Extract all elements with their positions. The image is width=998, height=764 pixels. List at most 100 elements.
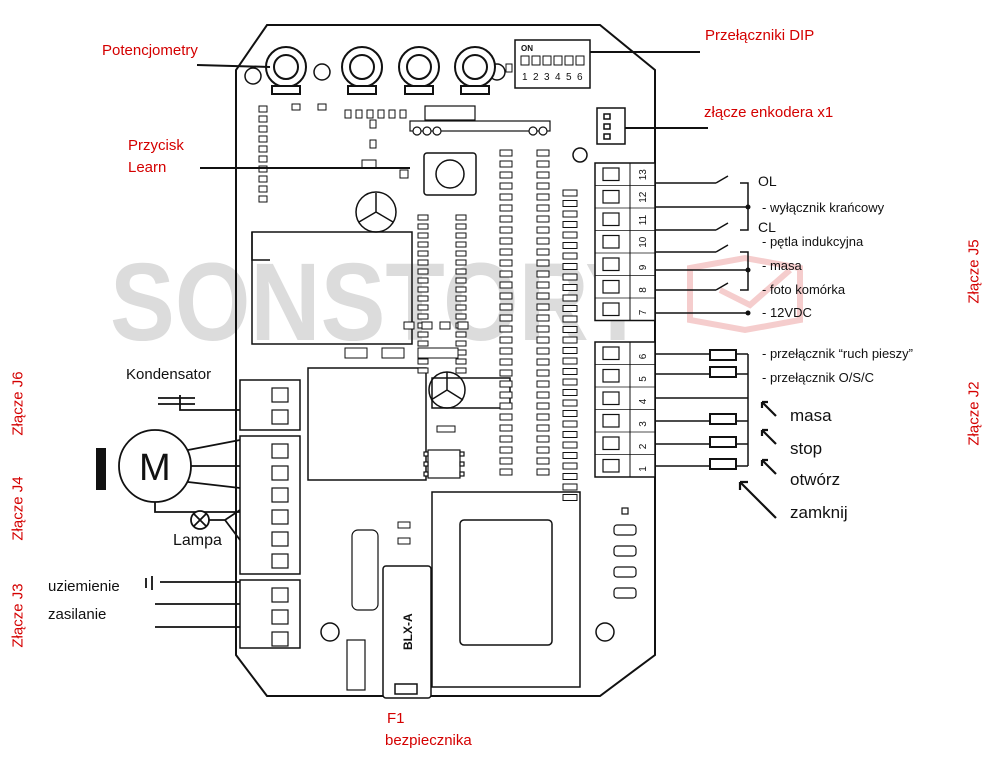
electrolytic-capacitor: [346, 529, 379, 691]
j5-supply-text: 12VDC: [769, 305, 812, 320]
j5-wiring: [655, 175, 749, 314]
smd-part: [317, 103, 327, 111]
smd-part: [377, 109, 385, 119]
left-terminal-slots: [271, 387, 289, 647]
smd-part: [399, 109, 407, 119]
smd-part: [439, 321, 451, 330]
smd-part: [397, 521, 411, 529]
smd-part: [562, 336, 578, 344]
connector-j4-label: Złącze J4: [9, 476, 27, 541]
j2-stop-label: stop: [790, 439, 823, 458]
smd-part: [562, 441, 578, 449]
j2-terminal-slot-6: [602, 346, 620, 361]
smd-part: [536, 237, 550, 245]
smd-part: [499, 325, 513, 333]
left-terminal-slot: [271, 409, 289, 425]
smd-part: [344, 109, 352, 119]
j5-induction-loop-label: - pętla indukcyjna: [762, 234, 864, 249]
smd-part: [536, 369, 550, 377]
j2-oss-text: przełącznik O/S/C: [769, 370, 874, 385]
smd-part: [499, 182, 513, 190]
encoder-connector-drawing: [596, 107, 626, 145]
j2-pushbuttons: [709, 349, 737, 470]
smd-part: [455, 331, 467, 338]
smd-part: [455, 340, 467, 347]
smd-part: [536, 303, 550, 311]
smd-part: [455, 259, 467, 266]
smd-part: [562, 294, 578, 302]
smd-part: [499, 259, 513, 267]
smd-part: [562, 305, 578, 312]
rectifier-diodes: [613, 507, 637, 599]
j5-terminal-slot-11: [602, 212, 620, 227]
smd-part: [536, 204, 550, 212]
smd-part: [536, 402, 550, 410]
smd-part: [562, 200, 578, 207]
j2-terminal-number-3: 3: [638, 421, 649, 427]
dip-number-2: 2: [533, 72, 539, 83]
smd-part: [421, 321, 433, 330]
smd-part: [562, 242, 578, 249]
j2-terminal-number-2: 2: [638, 443, 649, 449]
smd-part: [562, 420, 578, 428]
smd-part: [417, 295, 429, 302]
smd-part: [499, 248, 513, 256]
j2-terminal-slot-1: [602, 458, 620, 473]
smd-part: [499, 281, 513, 289]
smd-part: [499, 402, 513, 410]
j2-pedestrian-label: - przełącznik “ruch pieszy”: [762, 346, 913, 361]
fuse-part-text: BLX-A: [401, 613, 415, 650]
smd-part: [562, 399, 578, 407]
smd-part: [562, 462, 578, 470]
j2-pedestrian-text: przełącznik “ruch pieszy”: [769, 346, 913, 361]
j2-open-label: otwórz: [790, 470, 841, 489]
j5-terminal-number-7: 7: [638, 309, 649, 315]
smd-part: [369, 119, 377, 129]
smd-part: [536, 248, 550, 256]
smd-part: [499, 413, 513, 421]
optocoupler-ic: [423, 449, 465, 479]
smd-part: [536, 336, 550, 344]
connection-lines: [118, 395, 241, 628]
j2-terminal-number-5: 5: [638, 376, 649, 382]
j5-ground-label: - masa: [762, 258, 802, 273]
smd-part: [417, 250, 429, 257]
left-terminal-slot: [271, 465, 289, 481]
smd-part: [536, 358, 550, 366]
smd-part: [258, 135, 268, 143]
smd-part: [562, 494, 578, 501]
annotation-pointers: [196, 51, 708, 169]
smd-part: [536, 468, 550, 476]
j5-terminal-slot-13: [602, 167, 620, 182]
j5-terminal-slot-10: [602, 234, 620, 249]
smd-part: [388, 109, 396, 119]
smd-part: [455, 358, 467, 365]
left-terminal-slot: [271, 553, 289, 569]
smd-part: [258, 155, 268, 163]
smd-part: [455, 268, 467, 275]
j5-photocell-label: - foto komórka: [762, 282, 846, 297]
power-label: zasilanie: [48, 606, 107, 623]
fuse-label-line1: F1: [387, 710, 405, 727]
smd-part: [499, 215, 513, 223]
smd-part: [417, 347, 459, 359]
j2-terminal-number-1: 1: [638, 466, 649, 472]
smd-part: [536, 435, 550, 443]
smd-part: [536, 193, 550, 201]
dip-switch-4: [553, 55, 563, 66]
motor-symbol: M: [139, 447, 171, 489]
dip-number-6: 6: [577, 72, 583, 83]
smd-components: [258, 103, 578, 545]
smd-part: [417, 313, 429, 320]
smd-part: [499, 270, 513, 278]
smd-part: [562, 473, 578, 480]
j5-photocell-text: foto komórka: [769, 282, 846, 297]
smd-part: [562, 357, 578, 365]
smd-part: [369, 139, 377, 149]
smd-part: [536, 457, 550, 465]
smd-part: [562, 263, 578, 270]
smd-part: [536, 149, 550, 157]
